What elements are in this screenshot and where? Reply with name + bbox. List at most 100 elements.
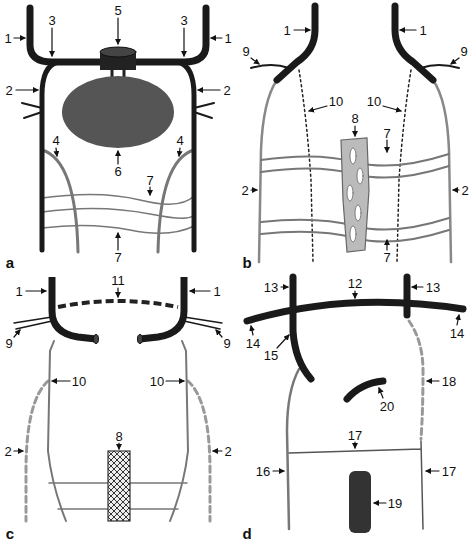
leader-line bbox=[52, 380, 70, 381]
callout-number: 6 bbox=[113, 164, 122, 179]
vessel bbox=[293, 277, 311, 379]
callout-number: 9 bbox=[241, 44, 250, 59]
leader-line bbox=[251, 326, 253, 335]
callout-number: 9 bbox=[459, 44, 468, 59]
callout-number: 10 bbox=[366, 94, 382, 109]
leader-line bbox=[309, 106, 327, 111]
leader-line bbox=[51, 28, 52, 56]
callout-number: 10 bbox=[149, 374, 165, 389]
leader-line bbox=[354, 442, 355, 448]
vessel bbox=[52, 277, 96, 339]
dashed-bypass bbox=[58, 301, 178, 307]
leader-line bbox=[281, 286, 288, 287]
thin-vessel bbox=[42, 194, 194, 204]
callout-number: 20 bbox=[379, 399, 395, 414]
callout-number: 10 bbox=[71, 374, 87, 389]
leader-line bbox=[457, 315, 459, 325]
branch bbox=[14, 317, 52, 329]
gray-vessel bbox=[48, 341, 66, 521]
vessel bbox=[404, 277, 411, 315]
vessel-end bbox=[94, 335, 99, 344]
branch bbox=[184, 317, 222, 329]
stent bbox=[108, 451, 130, 521]
leader-line bbox=[14, 450, 23, 451]
callout-number: 2 bbox=[3, 444, 12, 459]
leader-line bbox=[166, 380, 184, 381]
callout-number: 2 bbox=[222, 83, 231, 98]
branch bbox=[194, 103, 214, 118]
leader-line bbox=[14, 37, 25, 38]
callout-number: 2 bbox=[223, 444, 232, 459]
leader-line bbox=[386, 140, 387, 152]
vessel bbox=[178, 62, 194, 250]
vessel bbox=[395, 6, 433, 80]
gray-vessel bbox=[42, 150, 78, 252]
callout-number: 1 bbox=[14, 284, 23, 299]
leader-line bbox=[56, 148, 57, 156]
leader-line bbox=[354, 126, 355, 136]
leader-line bbox=[412, 286, 423, 287]
leader-line bbox=[26, 290, 46, 291]
callout-number: 14 bbox=[449, 326, 465, 341]
graft-hole bbox=[350, 148, 356, 164]
vessel-stump bbox=[347, 381, 383, 399]
callout-number: 9 bbox=[222, 336, 231, 351]
leader-line bbox=[251, 58, 259, 64]
leader-line bbox=[190, 290, 210, 291]
vessel bbox=[134, 8, 206, 62]
dotted-vessel bbox=[299, 70, 313, 262]
panel-letter: d bbox=[241, 525, 252, 542]
callout-number: 7 bbox=[382, 126, 391, 141]
thin-vessel bbox=[42, 225, 194, 233]
callout-number: 1 bbox=[223, 31, 232, 46]
callout-number: 8 bbox=[350, 111, 359, 126]
bypass bbox=[247, 302, 463, 321]
panel-letter: a bbox=[5, 254, 15, 271]
leader-line bbox=[426, 470, 439, 471]
graft-hole bbox=[355, 205, 361, 221]
mass bbox=[62, 76, 174, 148]
callout-number: 9 bbox=[4, 336, 13, 351]
leader-line bbox=[374, 502, 386, 503]
callout-number: 1 bbox=[282, 23, 291, 38]
leader-line bbox=[211, 37, 222, 38]
callout-number: 19 bbox=[387, 496, 403, 511]
leader-line bbox=[451, 58, 459, 64]
leader-line bbox=[183, 28, 184, 56]
callout-number: 13 bbox=[263, 280, 279, 295]
trunk-end bbox=[100, 47, 136, 57]
callout-number: 17 bbox=[441, 464, 457, 479]
vessel-end bbox=[138, 335, 143, 344]
callout-number: 5 bbox=[113, 3, 122, 18]
callout-number: 4 bbox=[175, 133, 184, 148]
callout-number: 17 bbox=[347, 428, 363, 443]
graft bbox=[341, 138, 369, 252]
callout-number: 18 bbox=[441, 374, 457, 389]
leader-line bbox=[251, 189, 257, 190]
leader-line bbox=[14, 330, 20, 337]
leader-line bbox=[117, 288, 118, 297]
dotted-vessel bbox=[397, 70, 411, 262]
leader-line bbox=[354, 291, 355, 298]
branch bbox=[251, 65, 289, 68]
callout-number: 7 bbox=[113, 250, 122, 265]
leader-line bbox=[453, 189, 459, 190]
leader-line bbox=[427, 380, 439, 381]
leader-line bbox=[117, 18, 118, 44]
callout-number: 13 bbox=[425, 280, 441, 295]
dashed-vessel bbox=[26, 381, 48, 521]
leader-line bbox=[118, 443, 119, 449]
thin-vessel bbox=[42, 208, 195, 218]
graft-hole bbox=[350, 226, 356, 242]
leader-line bbox=[149, 187, 150, 195]
branch bbox=[22, 103, 42, 118]
branch bbox=[421, 65, 459, 68]
callout-number: 3 bbox=[179, 13, 188, 28]
panel-letter: c bbox=[5, 525, 15, 542]
callout-number: 8 bbox=[114, 429, 123, 444]
callout-number: 1 bbox=[212, 284, 221, 299]
callout-number: 7 bbox=[382, 250, 391, 265]
gray-vessel bbox=[170, 341, 188, 521]
leader-line bbox=[294, 29, 310, 30]
